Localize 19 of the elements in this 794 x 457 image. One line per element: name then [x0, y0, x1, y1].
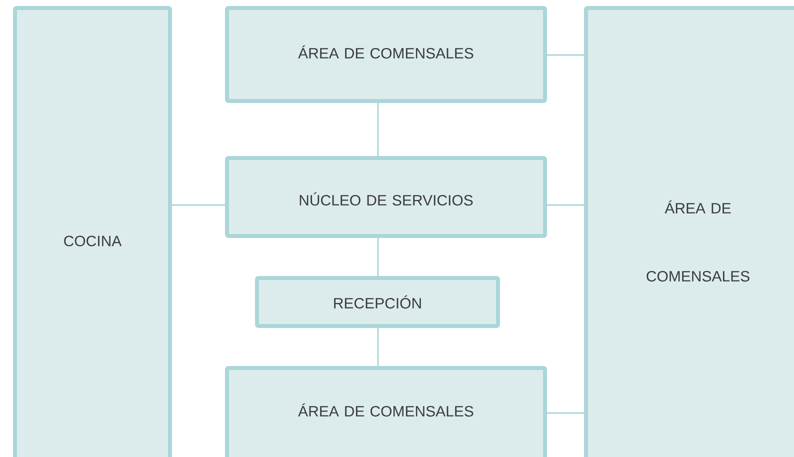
room-box [225, 156, 547, 238]
connector-line [377, 238, 379, 276]
room-label: RECEPCIÓN [334, 295, 421, 309]
room-label: ÁREA DE COMENSALES [646, 200, 750, 282]
room-box [225, 366, 547, 457]
room-box [13, 6, 172, 457]
room-box [255, 276, 500, 328]
room-box [225, 6, 547, 103]
connector-line [547, 204, 584, 206]
connector-line [377, 103, 379, 156]
connector-line [172, 204, 225, 206]
room-label: NÚCLEO DE SERVICIOS [300, 192, 473, 206]
room-box [584, 6, 794, 457]
room-label: ÁREA DE COMENSALES [298, 45, 474, 59]
connector-line [547, 54, 584, 56]
room-label: ÁREA DE COMENSALES [298, 403, 474, 417]
room-label: COCINA [64, 236, 122, 246]
connector-line [547, 412, 584, 414]
connector-line [377, 328, 379, 366]
